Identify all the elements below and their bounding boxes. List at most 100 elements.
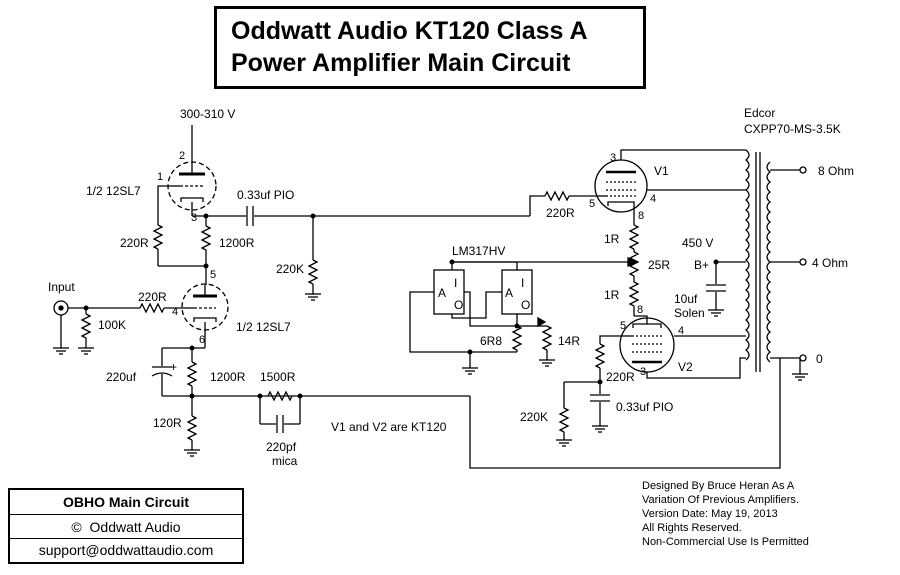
label-plus-sign: + [170,360,178,374]
label-r220-v2: 220R [606,370,635,384]
output-terminals [799,166,807,362]
label-r220-input: 220R [138,290,167,304]
ground-icon [592,425,608,433]
credit-line-2: Variation Of Previous Amplifiers. [642,494,799,506]
pin-t1-2: 2 [179,150,186,162]
title-block-divider [10,538,242,539]
resistor-100k [80,313,92,339]
label-tube1: 1/2 12SL7 [86,184,141,198]
title-block-divider [10,514,242,515]
resistor-220r-v1 [544,190,570,202]
ground-icon [708,309,724,317]
tube-12sl7-lower [181,283,229,334]
label-r1200-bottom: 1200R [210,370,246,384]
pin-v2-3: 3 [640,366,647,378]
title-line-1: Oddwatt Audio KT120 Class A [231,17,588,45]
label-tube2: 1/2 12SL7 [236,320,291,334]
label-v2: V2 [678,360,693,374]
resistor-1500r [267,390,293,402]
resistor-220r-upper [152,224,164,250]
capacitor-220pf [276,415,284,433]
credit-line-5: Non-Commercial Use Is Permitted [642,536,809,548]
label-tap-0: 0 [816,352,823,366]
label-c220uf: 220uf [106,370,137,384]
ground-icon [462,367,478,375]
label-solen: Solen [674,306,705,320]
label-r1200-top: 1200R [219,236,255,250]
label-r1r-b: 1R [604,288,620,302]
resistor-220r-input [139,302,165,314]
ground-icon [184,449,200,457]
title-block-email: support@oddwattaudio.com [38,542,214,558]
label-tap-8: 8 Ohm [818,164,855,178]
label-r1r-a: 1R [604,232,620,246]
credit-line-1: Designed By Bruce Heran As A [642,480,795,492]
resistor-1200r-upper [200,225,212,251]
label-r14: 14R [558,334,581,348]
title-block: OBHO Main Circuit © Oddwatt Audio suppor… [8,488,244,564]
pin-t1-3: 3 [191,212,198,224]
tube-kt120-v2 [619,317,675,373]
pin-t2-5: 5 [210,269,217,281]
ground-icon [539,359,555,367]
label-transformer-make: Edcor [744,106,776,120]
label-reg2-o: O [521,298,531,312]
title-block-company: Oddwatt Audio [89,519,181,535]
resistor-220r-v2 [594,343,606,369]
pin-v2-8: 8 [637,304,644,316]
label-b-voltage: 450 V [682,236,714,250]
label-r220k-v2: 220K [520,410,549,424]
label-r220k-grid: 220K [276,262,305,276]
label-r220-top: 220R [120,236,149,250]
label-reg1-i: I [454,276,458,290]
resistor-6r8 [511,325,523,351]
label-transformer-model: CXPP70-MS-3.5K [744,122,841,136]
capacitor-220uf [151,366,173,377]
resistor-1r-v2 [628,281,640,307]
resistor-1r-v1 [628,224,640,250]
label-c220pf: 220pf [266,440,297,454]
label-cap-pio: 0.33uf PIO [237,188,295,202]
credit-line-3: Version Date: May 19, 2013 [642,508,778,520]
label-c10uf: 10uf [674,292,698,306]
label-reg2-a: A [505,286,514,300]
pin-t1-1: 1 [157,171,164,183]
ground-icon [53,347,69,355]
resistor-220k-v2 [558,407,570,433]
pin-v1-5: 5 [589,198,596,210]
resistor-1200r-lower [186,361,198,387]
credit-line-4: All Rights Reserved. [642,522,742,534]
ground-icon [78,347,94,355]
label-r120: 120R [153,416,182,430]
label-r25: 25R [648,258,671,272]
resistor-120r [186,415,198,441]
label-regulator: LM317HV [452,244,506,258]
potentiometer-14r [541,325,553,351]
pin-t2-4: 4 [172,306,179,318]
pin-v1-8: 8 [638,210,645,222]
label-reg1-a: A [438,286,447,300]
ground-icon [792,373,808,381]
pin-v2-4: 4 [678,325,685,337]
title-block-company-row: © Oddwatt Audio [10,518,242,536]
capacitor-033uf-pio [246,206,254,226]
label-b-plus: B+ [694,258,710,272]
label-r1500: 1500R [260,370,296,384]
input-jack-icon [53,300,69,316]
ground-icon [305,293,321,301]
output-transformer [744,149,772,372]
regulator-lm317hv [433,269,533,315]
label-r6r8: 6R8 [480,334,503,348]
label-mica: mica [272,454,298,468]
label-v1: V1 [654,164,669,178]
pin-t2-6: 6 [199,334,206,346]
label-reg2-i: I [521,276,525,290]
pin-v1-3: 3 [610,152,617,164]
tube-kt120-v1 [594,159,648,213]
pin-v1-4: 4 [650,193,657,205]
title-line-2: Power Amplifier Main Circuit [231,49,571,77]
tube-12sl7-upper [167,150,217,216]
capacitor-10uf-solen [706,284,726,292]
capacitor-033uf-pio-v2 [590,394,610,402]
label-tap-4: 4 Ohm [812,256,849,270]
